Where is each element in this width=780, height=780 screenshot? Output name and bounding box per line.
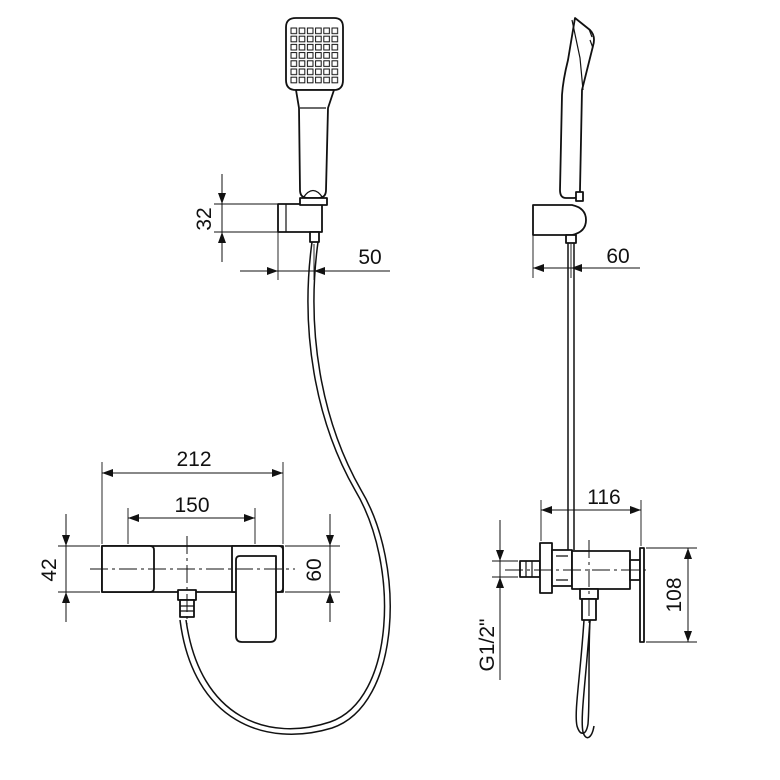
dim-thread-size: G1/2" <box>476 520 518 680</box>
hose-side <box>567 243 595 739</box>
dim-label-50: 50 <box>358 246 381 269</box>
dim-mixer-width: 212 <box>101 448 284 544</box>
hand-shower-front <box>285 17 344 199</box>
dim-rosette-height: 108 <box>646 547 697 643</box>
front-view: 32 50 212 150 42 <box>38 17 391 735</box>
dim-holder-height: 32 <box>193 174 280 262</box>
dim-label-150: 150 <box>174 494 209 517</box>
side-view: 60 116 108 G1/2" <box>476 17 697 739</box>
dim-label-116: 116 <box>587 486 620 509</box>
holder-side <box>532 204 587 244</box>
dim-body-height: 42 <box>38 514 100 622</box>
dim-handle-height: 60 <box>285 514 340 622</box>
holder-front <box>277 197 328 243</box>
dim-label-42: 42 <box>38 558 61 581</box>
dim-wall-projection: 116 <box>540 486 642 546</box>
dim-holder-offset-front: 50 <box>240 232 390 280</box>
dim-label-60-handle: 60 <box>303 558 326 581</box>
mixer-front <box>90 536 295 643</box>
spray-face-nozzles <box>290 27 339 84</box>
mixer-side <box>505 540 650 625</box>
dim-holder-offset-side: 60 <box>532 235 640 278</box>
hand-shower-side <box>559 17 595 202</box>
dim-label-32: 32 <box>193 207 216 230</box>
dim-label-60-side: 60 <box>606 245 629 268</box>
dim-label-108: 108 <box>663 577 686 612</box>
dim-connection-spacing: 150 <box>127 494 256 544</box>
wall-plate-side <box>639 547 645 643</box>
dim-label-thread: G1/2" <box>476 619 499 672</box>
hose-front <box>179 241 391 735</box>
dim-label-212: 212 <box>176 448 211 471</box>
